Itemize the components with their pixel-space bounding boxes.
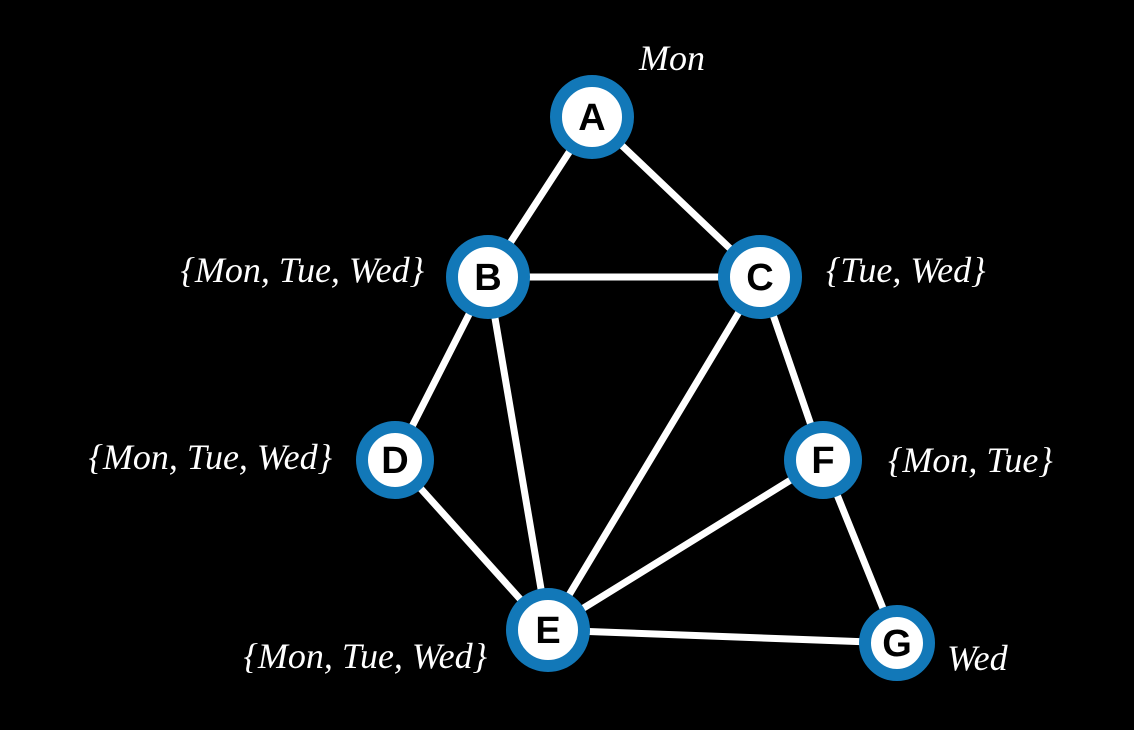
node-circle-f — [784, 421, 862, 499]
node-letter-d: D — [381, 440, 408, 482]
node-letter-f: F — [811, 440, 834, 482]
node-letter-g: G — [882, 623, 912, 665]
node-a[interactable]: A — [550, 75, 634, 159]
node-c[interactable]: C — [718, 235, 802, 319]
edge-c-e — [544, 273, 764, 634]
node-letter-b: B — [474, 257, 501, 299]
node-d[interactable]: D — [356, 421, 434, 499]
node-g[interactable]: G — [859, 605, 935, 681]
edge-b-e — [484, 273, 552, 634]
node-letter-c: C — [746, 257, 773, 299]
node-circle-e — [506, 588, 590, 672]
nodes-layer: A B C D E F G — [356, 75, 935, 681]
domain-label-d: {Mon, Tue, Wed} — [89, 437, 333, 477]
domain-labels-layer: Mon {Mon, Tue, Wed} {Tue, Wed} {Mon, Tue, W… — [89, 38, 1054, 678]
node-circle-d — [356, 421, 434, 499]
edge-e-f — [544, 456, 827, 634]
domain-label-e: {Mon, Tue, Wed} — [244, 636, 488, 676]
node-b[interactable]: B — [446, 235, 530, 319]
node-e[interactable]: E — [506, 588, 590, 672]
node-circle-b — [446, 235, 530, 319]
node-f[interactable]: F — [784, 421, 862, 499]
domain-label-c: {Tue, Wed} — [826, 250, 986, 290]
domain-label-f: {Mon, Tue} — [888, 440, 1053, 480]
node-circle-c — [718, 235, 802, 319]
edge-e-g — [544, 626, 901, 647]
node-circle-g — [859, 605, 935, 681]
node-circle-a — [550, 75, 634, 159]
domain-label-a: Mon — [638, 38, 705, 78]
node-letter-e: E — [535, 610, 560, 652]
domain-label-g: Wed — [947, 638, 1009, 678]
domain-label-b: {Mon, Tue, Wed} — [181, 250, 425, 290]
node-letter-a: A — [578, 97, 605, 139]
